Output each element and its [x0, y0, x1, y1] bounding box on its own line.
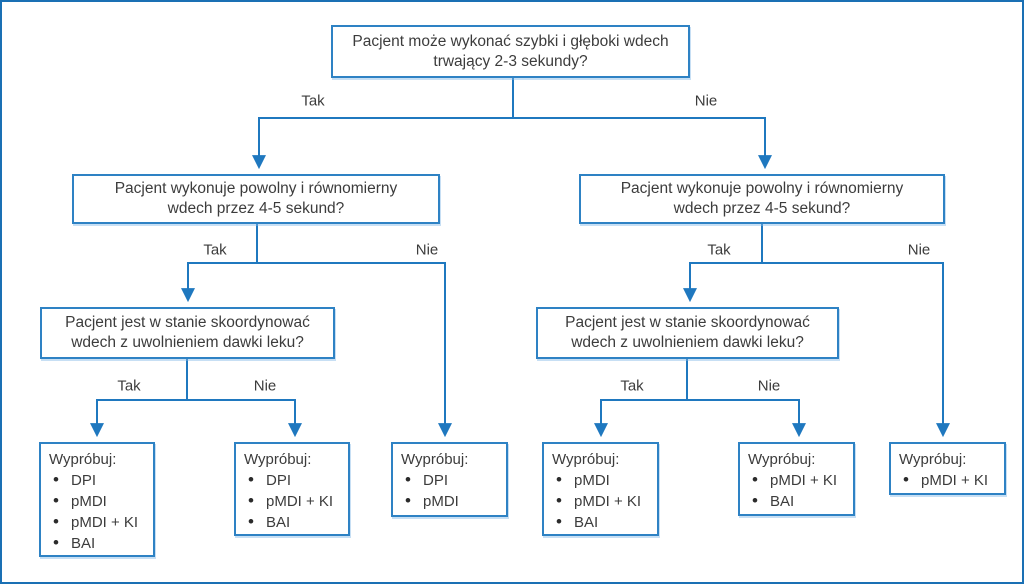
result-item: pMDI + KI	[49, 511, 147, 533]
branch-label-no-level3-right: Nie	[757, 377, 781, 395]
question-line: Pacjent wykonuje powolny i równomierny	[620, 180, 904, 197]
result-item: BAI	[244, 511, 342, 533]
result-item: BAI	[748, 490, 847, 512]
result-item: pMDI + KI	[899, 469, 998, 491]
branch-label-yes-level3-left: Tak	[117, 377, 141, 395]
result-list: DPI pMDI	[401, 469, 500, 512]
question-line: wdech z uwolnieniem dawki leku?	[571, 334, 804, 351]
result-title: Wypróbuj:	[244, 451, 312, 468]
result-box-3: Wypróbuj: DPI pMDI	[391, 442, 508, 517]
result-item: pMDI + KI	[748, 469, 847, 491]
result-list: DPI pMDI pMDI + KI BAI	[49, 469, 147, 554]
result-title: Wypróbuj:	[748, 451, 816, 468]
result-item: pMDI + KI	[552, 490, 651, 512]
question-line: Pacjent może wykonać szybki i głęboki wd…	[352, 32, 669, 50]
result-title: Wypróbuj:	[899, 451, 967, 468]
result-item: DPI	[401, 469, 500, 491]
result-item: DPI	[244, 469, 342, 491]
branch-label-yes-level2-right: Tak	[707, 241, 731, 259]
branch-label-yes-level3-right: Tak	[620, 377, 644, 395]
branch-label-no-level3-left: Nie	[253, 377, 277, 395]
result-list: pMDI pMDI + KI BAI	[552, 469, 651, 533]
result-box-6: Wypróbuj: pMDI + KI	[889, 442, 1006, 495]
question-line: Pacjent wykonuje powolny i równomierny	[114, 180, 398, 197]
result-item: DPI	[49, 469, 147, 491]
result-title: Wypróbuj:	[49, 451, 117, 468]
result-title: Wypróbuj:	[401, 451, 469, 468]
question-box-quick-deep-breath: Pacjent może wykonać szybki i głęboki wd…	[331, 25, 690, 78]
result-box-1: Wypróbuj: DPI pMDI pMDI + KI BAI	[39, 442, 155, 557]
result-box-2: Wypróbuj: DPI pMDI + KI BAI	[234, 442, 350, 536]
result-box-4: Wypróbuj: pMDI pMDI + KI BAI	[542, 442, 659, 536]
result-box-5: Wypróbuj: pMDI + KI BAI	[738, 442, 855, 516]
question-box-coordination-left: Pacjent jest w stanie skoordynować wdech…	[40, 307, 335, 359]
branch-label-no-level1: Nie	[694, 92, 718, 110]
question-line: wdech przez 4-5 sekund?	[673, 200, 851, 217]
question-line: wdech z uwolnieniem dawki leku?	[71, 334, 304, 351]
question-box-coordination-right: Pacjent jest w stanie skoordynować wdech…	[536, 307, 839, 359]
result-title: Wypróbuj:	[552, 451, 620, 468]
result-item: pMDI	[552, 469, 651, 491]
result-list: pMDI + KI	[899, 469, 998, 491]
question-line: Pacjent jest w stanie skoordynować	[565, 314, 810, 331]
result-item: pMDI	[49, 490, 147, 512]
branch-label-yes-level1: Tak	[301, 92, 325, 110]
question-line: Pacjent jest w stanie skoordynować	[65, 314, 310, 331]
question-box-slow-steady-right: Pacjent wykonuje powolny i równomierny w…	[579, 174, 945, 224]
branch-label-yes-level2-left: Tak	[203, 241, 227, 259]
branch-label-no-level2-left: Nie	[415, 241, 439, 259]
result-item: BAI	[49, 532, 147, 554]
question-line: trwający 2-3 sekundy?	[433, 52, 588, 70]
result-item: BAI	[552, 511, 651, 533]
result-list: pMDI + KI BAI	[748, 469, 847, 512]
question-line: wdech przez 4-5 sekund?	[167, 200, 345, 217]
branch-label-no-level2-right: Nie	[907, 241, 931, 259]
question-box-slow-steady-left: Pacjent wykonuje powolny i równomierny w…	[72, 174, 440, 224]
result-item: pMDI	[401, 490, 500, 512]
result-list: DPI pMDI + KI BAI	[244, 469, 342, 533]
result-item: pMDI + KI	[244, 490, 342, 512]
